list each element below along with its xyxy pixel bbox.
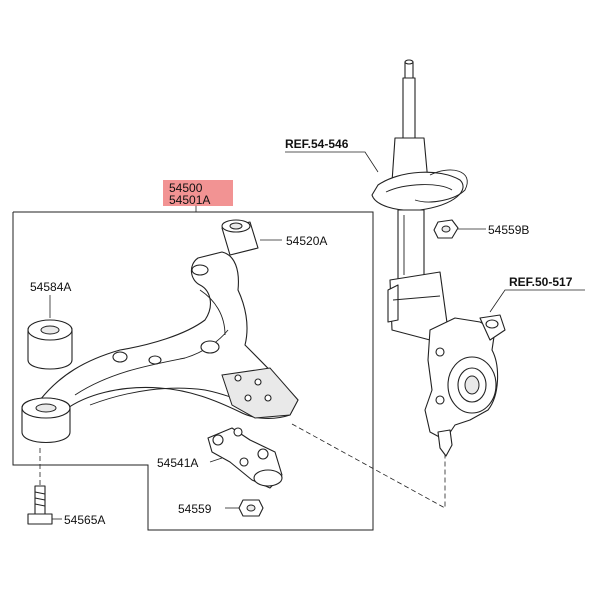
label-54500[interactable]: 54500: [169, 181, 203, 195]
leader-54541a: [209, 457, 223, 463]
assembly-frame: [12, 211, 374, 531]
rear-bushing[interactable]: [27, 319, 73, 370]
bolt[interactable]: [27, 485, 53, 525]
nut-b[interactable]: [433, 219, 459, 239]
balljoint-to-knuckle-line: [291, 423, 446, 509]
label-54541a[interactable]: 54541A: [157, 456, 198, 470]
nut[interactable]: [238, 499, 264, 517]
label-ref-54-546[interactable]: REF.54-546: [285, 137, 349, 151]
label-ref-50-517[interactable]: REF.50-517: [509, 275, 573, 289]
label-54559[interactable]: 54559: [178, 502, 212, 516]
label-54559b[interactable]: 54559B: [488, 223, 529, 237]
label-54520a[interactable]: 54520A: [286, 234, 327, 248]
steering-knuckle[interactable]: [424, 314, 506, 457]
leader-ref-strut-line: [285, 151, 379, 173]
part-number-highlight: [163, 180, 233, 206]
label-54501a[interactable]: 54501A: [169, 193, 210, 207]
lower-control-arm[interactable]: [39, 251, 299, 419]
leader-ref-knuckle-line: [489, 289, 585, 313]
bushing-housing: [21, 397, 71, 443]
label-54565a[interactable]: 54565A: [64, 513, 105, 527]
front-bushing[interactable]: [221, 219, 259, 256]
label-54584a[interactable]: 54584A: [30, 280, 71, 294]
strut-assembly[interactable]: [371, 59, 468, 341]
ball-joint[interactable]: [207, 427, 283, 489]
